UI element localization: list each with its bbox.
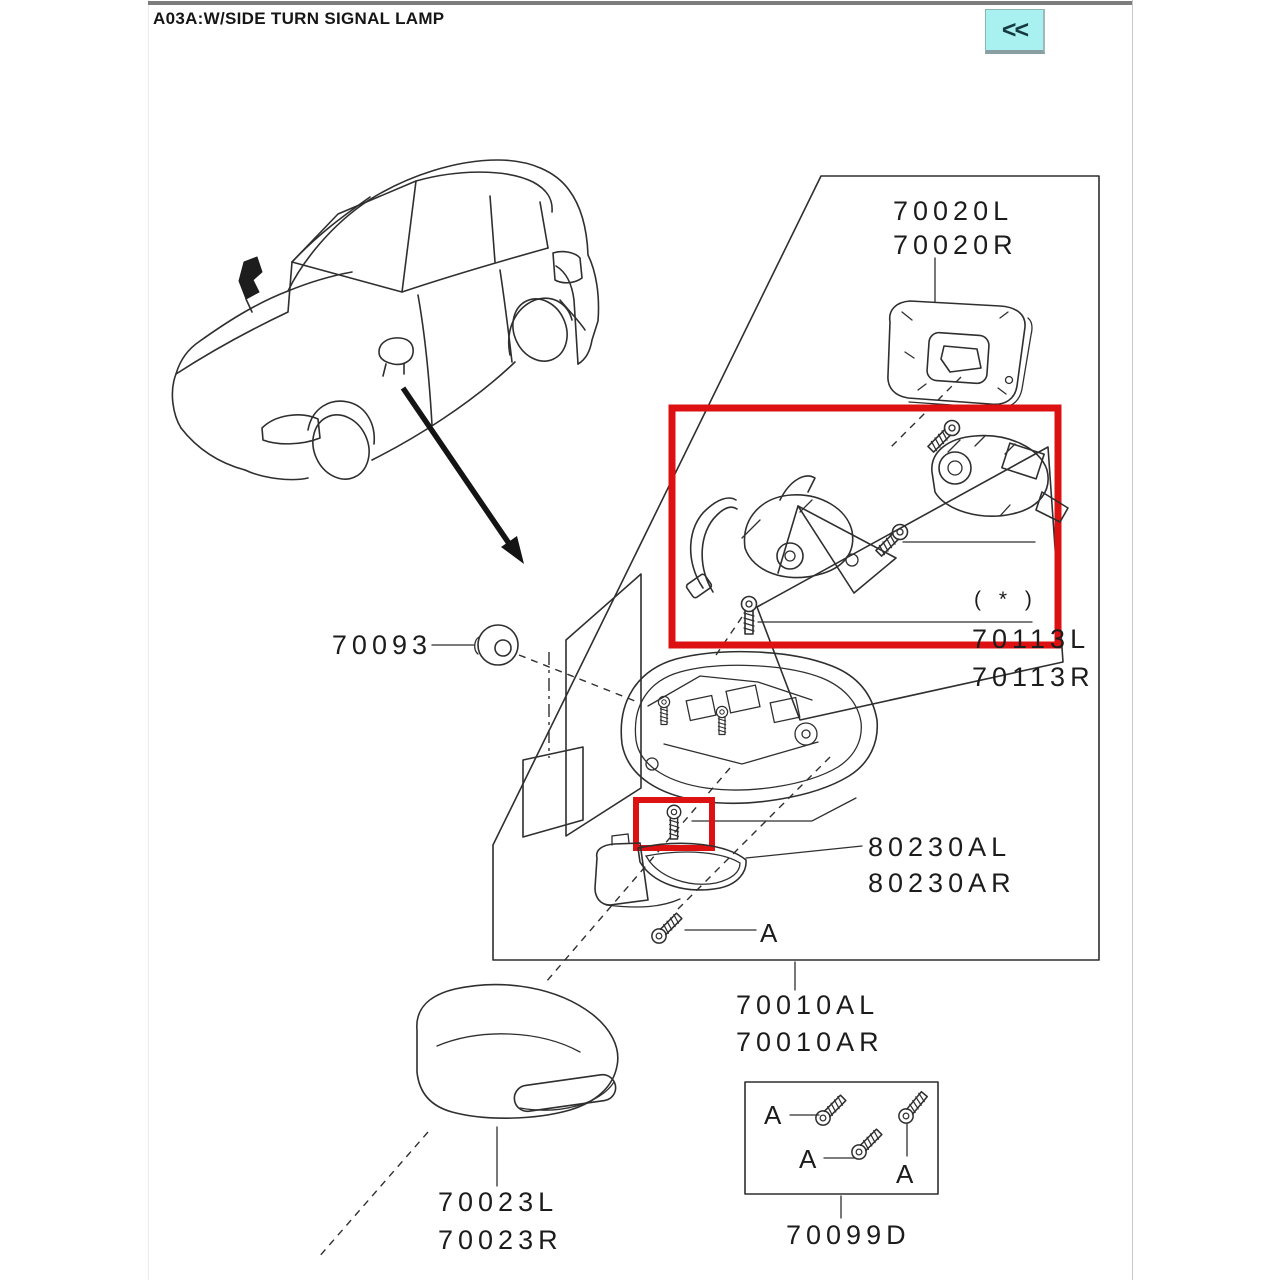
part-label-70020R[interactable]: 70020R	[893, 230, 1018, 260]
mirror-glass-drawing	[887, 300, 1033, 409]
screw-drawing	[648, 910, 685, 947]
turn-signal-lamp-drawing	[594, 833, 747, 908]
part-label-80230AR[interactable]: 80230AR	[868, 868, 1016, 898]
page-title: A03A:W/SIDE TURN SIGNAL LAMP	[153, 9, 445, 28]
highlight-box-screw	[633, 797, 715, 851]
car-drawing	[171, 159, 600, 481]
folding-actuator-drawing	[685, 475, 897, 599]
kit-ref-label-a2: A	[799, 1144, 817, 1174]
door-corner-panels	[522, 573, 642, 838]
screw-kit-box	[744, 1081, 939, 1195]
part-label-70010AL[interactable]: 70010AL	[736, 990, 879, 1020]
top-border	[148, 1, 1132, 5]
highlight-box-actuator	[668, 404, 1062, 649]
part-label-70023R[interactable]: 70023R	[438, 1225, 563, 1255]
part-label-70099D[interactable]: 70099D	[786, 1220, 911, 1250]
screw-ref-label-a: A	[760, 918, 778, 948]
part-label-70023L[interactable]: 70023L	[438, 1187, 558, 1217]
diagram-boundary	[492, 175, 1100, 961]
screw-drawing	[666, 804, 682, 840]
grommet-drawing	[474, 624, 519, 666]
asterisk-note: ( * )	[974, 588, 1038, 611]
part-label-70093[interactable]: 70093	[332, 630, 432, 660]
pointer-arrow	[400, 386, 524, 564]
part-label-70113R[interactable]: 70113R	[972, 662, 1095, 692]
part-label-70113L[interactable]: 70113L	[972, 624, 1090, 654]
leader-lines	[431, 257, 1036, 1219]
kit-ref-label-a1: A	[764, 1100, 782, 1130]
part-label-80230AL[interactable]: 80230AL	[868, 832, 1011, 862]
collapse-panel-button[interactable]: <<	[985, 9, 1045, 54]
mirror-cover-drawing	[416, 983, 619, 1119]
part-label-70020L[interactable]: 70020L	[893, 196, 1013, 226]
actuator-motor-drawing	[931, 434, 1069, 523]
construction-dashed-lines	[317, 376, 962, 1259]
screw-drawing	[924, 416, 964, 456]
mirror-housing-drawing	[620, 650, 879, 804]
kit-ref-label-a3: A	[896, 1159, 914, 1189]
highlighted-mirror-mark	[238, 256, 263, 300]
part-label-70010AR[interactable]: 70010AR	[736, 1027, 884, 1057]
screw-drawing	[740, 595, 758, 635]
